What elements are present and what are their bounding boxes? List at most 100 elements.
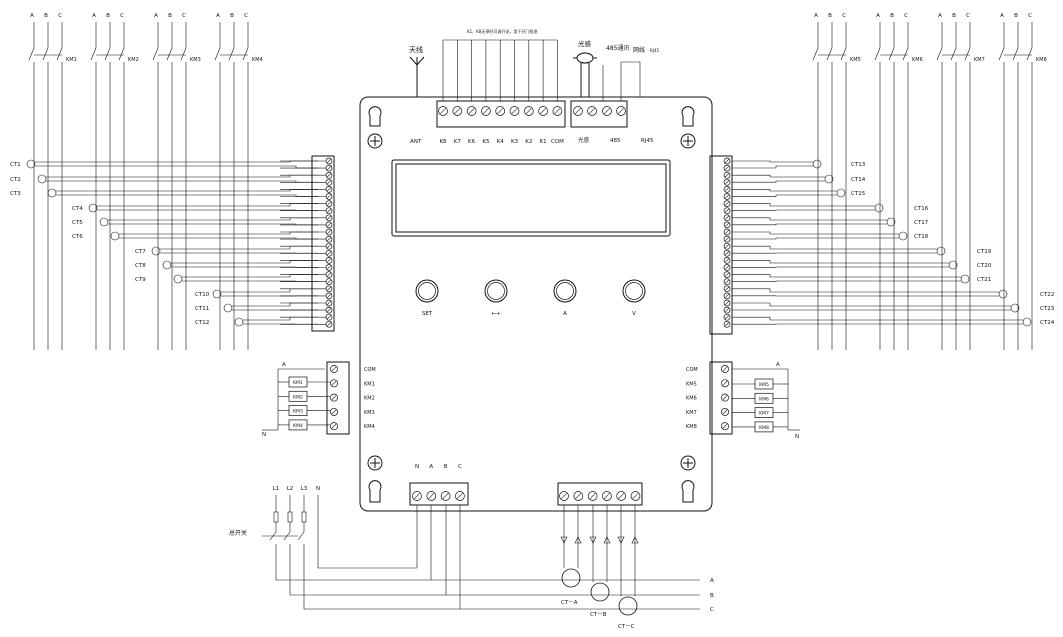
ct-phase-terminal-block — [557, 482, 643, 506]
screw-icon — [367, 455, 383, 471]
panel-button[interactable] — [484, 279, 508, 303]
photo-cn-label: 光感 — [578, 39, 592, 48]
output-left-label: KM4 — [364, 424, 375, 430]
output-right-label: KM7 — [686, 410, 697, 416]
ct-coil-icon — [886, 217, 896, 227]
wire-line — [732, 217, 887, 221]
switch-contact — [28, 47, 35, 61]
photo-label: 光感 — [578, 136, 590, 144]
wire-line — [732, 316, 1023, 321]
ct-label: CT15 — [851, 191, 866, 197]
mains-label: L2 — [287, 486, 294, 492]
panel-button-inner — [487, 282, 505, 300]
ct-coil-icon — [824, 174, 834, 184]
ct-coil-icon — [1022, 317, 1032, 327]
terminal-slot — [326, 194, 332, 199]
terminal-slot — [454, 108, 461, 114]
terminal-screw-icon — [325, 299, 333, 307]
output-right-label: COM — [686, 367, 698, 373]
comm-cn-label: 485通讯 — [606, 44, 629, 52]
terminal-screw-icon — [325, 320, 333, 328]
wire-line — [35, 165, 318, 169]
terminal-screw-icon — [723, 249, 731, 257]
terminal-screw-icon — [723, 235, 731, 243]
terminal-slot — [724, 265, 730, 270]
terminal-screw-icon — [495, 106, 506, 116]
terminal-screw-icon — [721, 393, 729, 402]
terminal-slot — [326, 322, 332, 327]
phase-label: C — [904, 13, 908, 19]
terminal-screw-icon — [602, 491, 612, 501]
contactor-label: KM8 — [1036, 57, 1047, 63]
switch-contact — [242, 47, 249, 61]
terminal-slot — [722, 395, 728, 400]
switch-contact — [950, 47, 957, 61]
terminal-slot — [326, 272, 332, 277]
wire-line — [46, 180, 318, 183]
relay-label: KM8 — [759, 425, 769, 431]
contactor-label: KM5 — [850, 57, 861, 63]
terminal-screw-icon — [723, 200, 731, 207]
terminal-slot — [724, 229, 730, 235]
terminal-slot — [618, 108, 624, 114]
output-left-label: KM3 — [364, 410, 375, 416]
switch-contact — [56, 47, 63, 61]
phase-label: B — [890, 13, 894, 19]
k-terminal-label: K1 — [540, 139, 547, 145]
terminal-slot — [724, 251, 730, 256]
terminal-screw-icon — [602, 106, 612, 116]
screw-icon — [680, 455, 696, 471]
ct-coil-icon — [37, 174, 47, 184]
ct-coil-icon — [234, 317, 244, 327]
ct-label: CT3 — [10, 191, 21, 197]
panel-button[interactable] — [415, 279, 439, 303]
terminal-screw-icon — [723, 264, 731, 271]
wire-line — [732, 180, 825, 183]
phase-a-label: A — [776, 362, 780, 368]
terminal-screw-icon — [325, 249, 333, 257]
switch-contact — [166, 47, 173, 61]
switch-contact — [42, 47, 49, 61]
terminal-screw-icon — [509, 106, 520, 116]
phase-label: B — [168, 13, 172, 19]
switch-contact — [874, 47, 881, 61]
screw-icon — [367, 133, 383, 149]
screw-icon — [680, 133, 696, 149]
terminal-slot — [326, 222, 332, 227]
wire-line — [56, 194, 318, 197]
switch-contact — [902, 47, 909, 61]
terminal-slot — [554, 108, 561, 114]
output-left-label: COM — [364, 367, 376, 373]
ct-label: CT13 — [851, 162, 866, 168]
terminal-slot — [456, 493, 463, 499]
phase-label: A — [154, 13, 158, 19]
ct-coil-icon — [99, 217, 109, 227]
terminal-screw-icon — [412, 491, 422, 501]
terminal-slot — [724, 158, 730, 164]
switch-contact — [888, 47, 895, 61]
terminal-screw-icon — [723, 221, 731, 229]
arrow-up-icon — [603, 536, 611, 544]
wire-line — [732, 209, 875, 211]
panel-button[interactable] — [622, 279, 646, 303]
terminal-screw-icon — [325, 221, 333, 229]
ct-coil-icon — [110, 231, 120, 241]
switch-contact — [812, 47, 819, 61]
switch-contact — [1026, 47, 1033, 61]
bus-label: A — [710, 578, 714, 584]
wire-line — [732, 194, 837, 197]
phase-label: B — [1014, 13, 1018, 19]
terminal-slot — [603, 493, 610, 499]
terminal-screw-icon — [723, 171, 731, 179]
terminal-screw-icon — [721, 422, 729, 431]
output-right-label: KM8 — [686, 424, 697, 430]
output-left-label: KM1 — [364, 381, 375, 387]
terminal-screw-icon — [325, 186, 333, 193]
wire-line — [97, 209, 318, 211]
terminal-slot — [326, 258, 332, 263]
ct-label: CT9 — [135, 277, 146, 283]
wire-line — [732, 237, 899, 240]
panel-button[interactable] — [553, 279, 577, 303]
